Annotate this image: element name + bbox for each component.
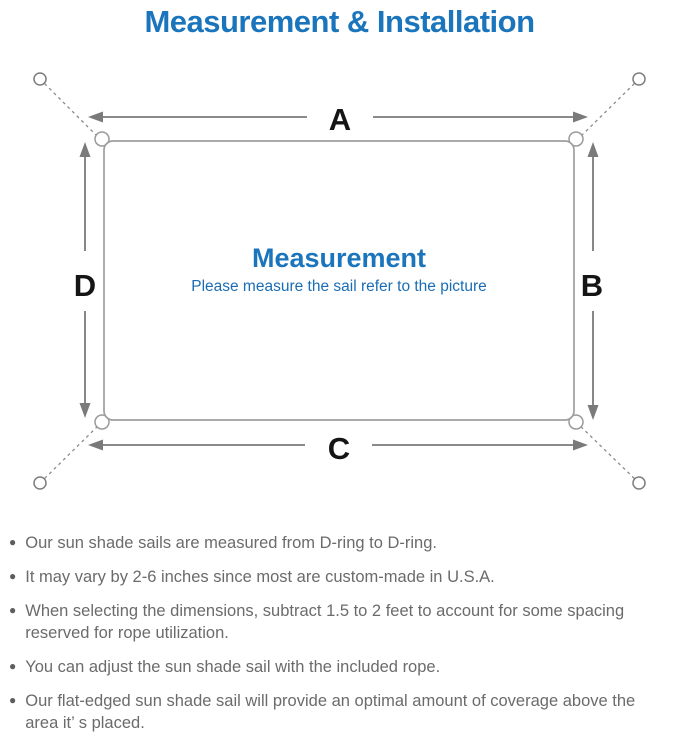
anchor-ring-bottom-right — [632, 476, 646, 490]
sail-outline — [103, 140, 575, 421]
arrow-head-d-up — [79, 142, 91, 157]
d-ring-bottom-right — [568, 414, 584, 430]
bullet-icon: ● — [9, 569, 17, 583]
rope-line-bottom-right — [574, 420, 640, 484]
page-title: Measurement & Installation — [144, 4, 535, 39]
arrow-head-a-left — [88, 111, 103, 123]
note-text: It may vary by 2-6 inches since most are… — [25, 568, 495, 586]
note-item: ● You can adjust the sun shade sail with… — [9, 656, 657, 678]
note-item: ● It may vary by 2-6 inches since most a… — [9, 566, 657, 588]
bullet-icon: ● — [9, 603, 17, 617]
anchor-ring-top-left — [33, 72, 47, 86]
notes-list: ● Our sun shade sails are measured from … — [9, 532, 673, 739]
bullet-icon: ● — [9, 535, 17, 549]
note-text: You can adjust the sun shade sail with t… — [25, 658, 441, 676]
note-text: When selecting the dimensions, subtract … — [25, 602, 625, 642]
dimension-label-c: C — [328, 431, 350, 466]
note-item: ● Our sun shade sails are measured from … — [9, 532, 657, 554]
d-ring-top-right — [568, 131, 584, 147]
dimension-label-d: D — [74, 268, 96, 303]
anchor-ring-top-right — [632, 72, 646, 86]
bullet-icon: ● — [9, 659, 17, 673]
measurement-diagram: A B C D — [33, 72, 646, 490]
arrow-head-a-right — [573, 111, 588, 123]
anchor-ring-bottom-left — [33, 476, 47, 490]
dimension-label-b: B — [581, 268, 603, 303]
dimension-label-a: A — [329, 102, 351, 137]
arrow-head-c-right — [573, 439, 588, 451]
arrow-head-b-down — [587, 405, 599, 420]
note-item: ● Our flat-edged sun shade sail will pro… — [9, 690, 657, 734]
arrow-head-b-up — [587, 142, 599, 157]
d-ring-top-left — [94, 131, 110, 147]
note-text: Our sun shade sails are measured from D-… — [25, 534, 437, 552]
bullet-icon: ● — [9, 693, 17, 707]
rope-line-top-right — [574, 78, 640, 143]
arrow-head-c-left — [88, 439, 103, 451]
arrow-head-d-down — [79, 403, 91, 418]
d-ring-bottom-left — [94, 414, 110, 430]
note-item: ● When selecting the dimensions, subtrac… — [9, 600, 657, 644]
note-text: Our flat-edged sun shade sail will provi… — [25, 692, 636, 732]
rope-line-top-left — [39, 78, 104, 143]
rope-line-bottom-left — [39, 420, 104, 484]
